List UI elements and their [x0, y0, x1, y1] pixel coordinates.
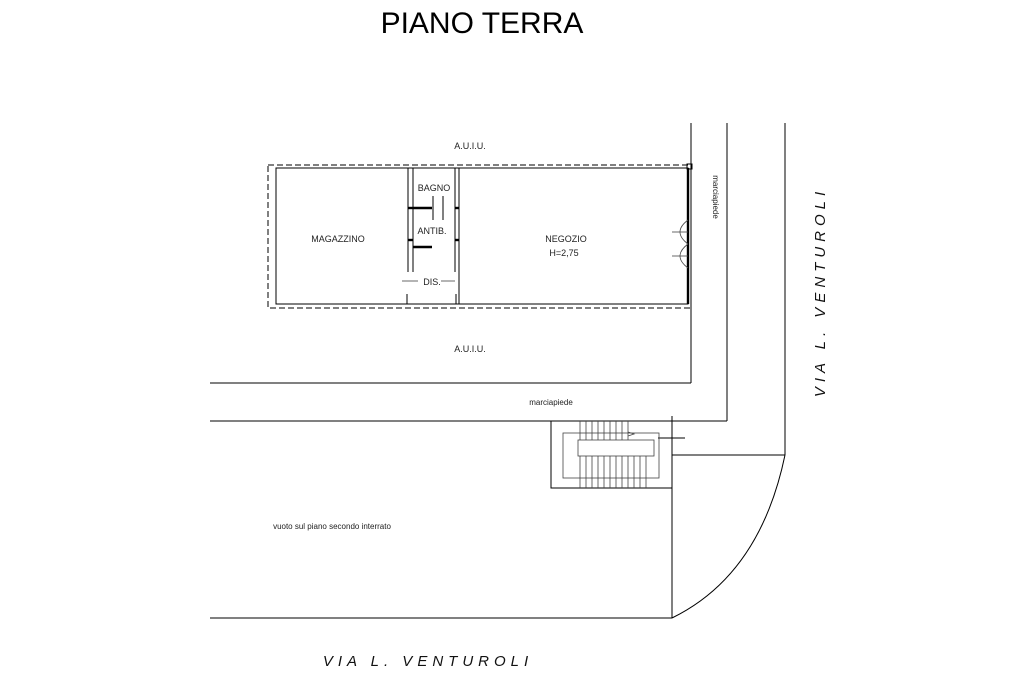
sidewalk-vertical-label: marciapiede — [711, 175, 720, 219]
auiu-bottom-label: A.U.I.U. — [454, 344, 486, 354]
auiu-top-label: A.U.I.U. — [454, 141, 486, 151]
height-label: H=2,75 — [549, 248, 578, 258]
staircase — [550, 420, 673, 489]
site-outline — [210, 123, 786, 619]
void-label: vuoto sul piano secondo interrato — [273, 522, 391, 531]
property-boundary — [267, 164, 692, 309]
negozio-label: NEGOZIO — [545, 234, 587, 244]
bagno-label: BAGNO — [418, 183, 451, 193]
magazzino-label: MAGAZZINO — [311, 234, 365, 244]
unit-walls — [275, 163, 693, 305]
street-bottom-label: VIA L. VENTUROLI — [323, 653, 533, 670]
plan-title: PIANO TERRA — [381, 7, 584, 40]
street-right-label: VIA L. VENTUROLI — [812, 187, 829, 397]
antib-label: ANTIB. — [417, 226, 446, 236]
sidewalk-horizontal-label: marciapiede — [529, 398, 573, 407]
dis-label: DIS. — [423, 277, 441, 287]
